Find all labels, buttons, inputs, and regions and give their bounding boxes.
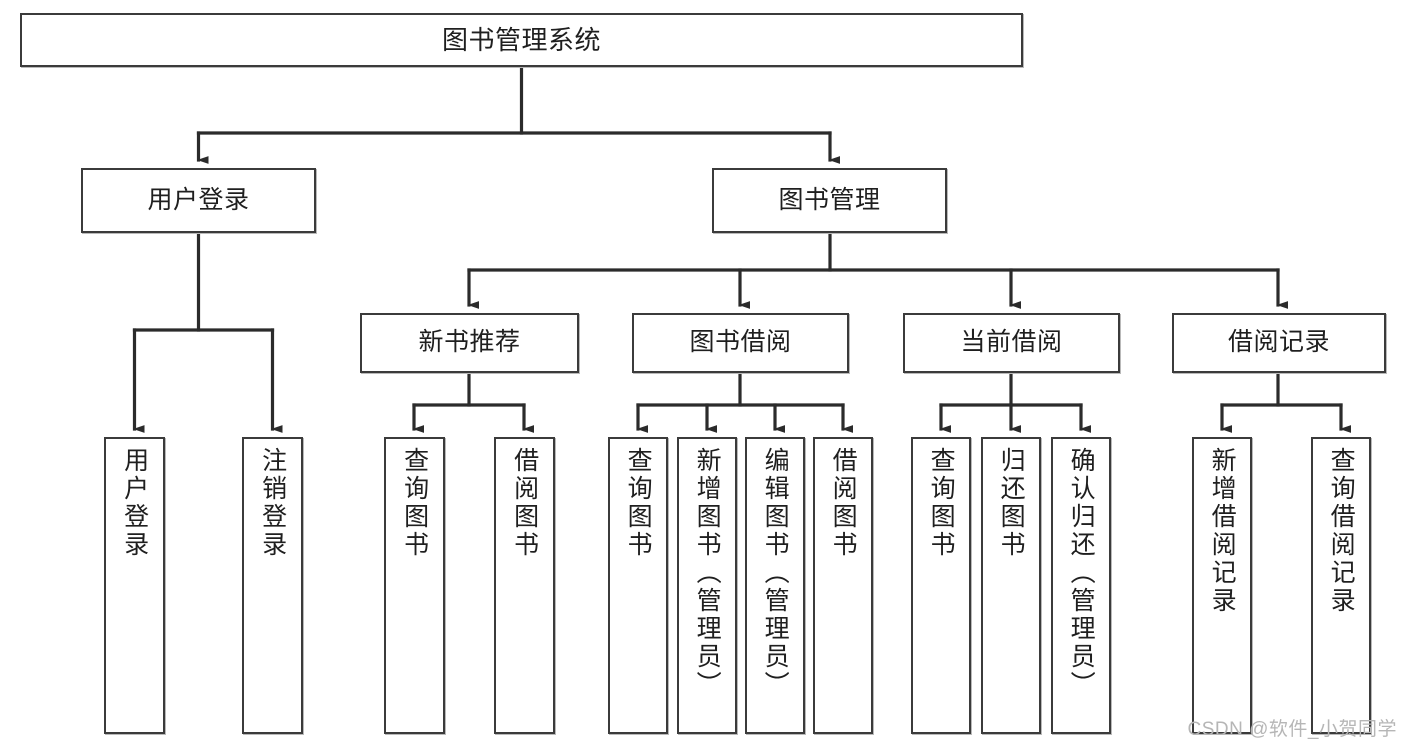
node-new-book-recommend-label: 新书推荐 <box>418 328 521 357</box>
leaf-borrow-book-1[interactable]: 借阅图书 <box>494 437 555 734</box>
node-new-book-recommend[interactable]: 新书推荐 <box>360 313 579 373</box>
leaf-return-book[interactable]: 归还图书 <box>981 437 1041 734</box>
node-book-manage[interactable]: 图书管理 <box>712 168 947 233</box>
node-borrow-record[interactable]: 借阅记录 <box>1172 313 1386 373</box>
leaf-confirm-return-label: 确认归还（管理员） <box>1067 447 1096 699</box>
node-book-borrow[interactable]: 图书借阅 <box>632 313 849 373</box>
leaf-user-login-label: 用户登录 <box>120 447 149 559</box>
leaf-query-book-2[interactable]: 查询图书 <box>608 437 668 734</box>
leaf-confirm-return[interactable]: 确认归还（管理员） <box>1051 437 1111 734</box>
leaf-borrow-book-2-label: 借阅图书 <box>829 447 858 559</box>
leaf-add-book[interactable]: 新增图书（管理员） <box>677 437 737 734</box>
leaf-query-record-label: 查询借阅记录 <box>1327 447 1356 615</box>
leaf-user-login[interactable]: 用户登录 <box>104 437 165 734</box>
leaf-add-record-label: 新增借阅记录 <box>1208 447 1237 615</box>
leaf-user-logout[interactable]: 注销登录 <box>242 437 303 734</box>
leaf-edit-book[interactable]: 编辑图书（管理员） <box>745 437 805 734</box>
leaf-query-book-2-label: 查询图书 <box>624 447 653 559</box>
leaf-edit-book-label: 编辑图书（管理员） <box>761 447 790 699</box>
node-user-login[interactable]: 用户登录 <box>81 168 316 233</box>
leaf-query-book-3[interactable]: 查询图书 <box>911 437 971 734</box>
node-current-borrow[interactable]: 当前借阅 <box>903 313 1120 373</box>
leaf-borrow-book-2[interactable]: 借阅图书 <box>813 437 873 734</box>
node-current-borrow-label: 当前借阅 <box>960 328 1063 357</box>
leaf-query-book-1[interactable]: 查询图书 <box>384 437 445 734</box>
watermark: CSDN @软件_小贺同学 <box>1187 719 1397 740</box>
leaf-add-book-label: 新增图书（管理员） <box>693 447 722 699</box>
leaf-query-record[interactable]: 查询借阅记录 <box>1311 437 1371 734</box>
node-book-manage-label: 图书管理 <box>778 185 881 214</box>
leaf-return-book-label: 归还图书 <box>997 447 1026 559</box>
leaf-borrow-book-1-label: 借阅图书 <box>510 447 539 559</box>
leaf-user-logout-label: 注销登录 <box>258 447 287 559</box>
node-borrow-record-label: 借阅记录 <box>1227 328 1330 357</box>
leaf-query-book-3-label: 查询图书 <box>927 447 956 559</box>
node-root-system-label: 图书管理系统 <box>441 24 601 55</box>
node-book-borrow-label: 图书借阅 <box>689 328 792 357</box>
node-user-login-label: 用户登录 <box>147 185 250 214</box>
leaf-query-book-1-label: 查询图书 <box>400 447 429 559</box>
node-root-system[interactable]: 图书管理系统 <box>20 13 1023 67</box>
leaf-add-record[interactable]: 新增借阅记录 <box>1192 437 1252 734</box>
